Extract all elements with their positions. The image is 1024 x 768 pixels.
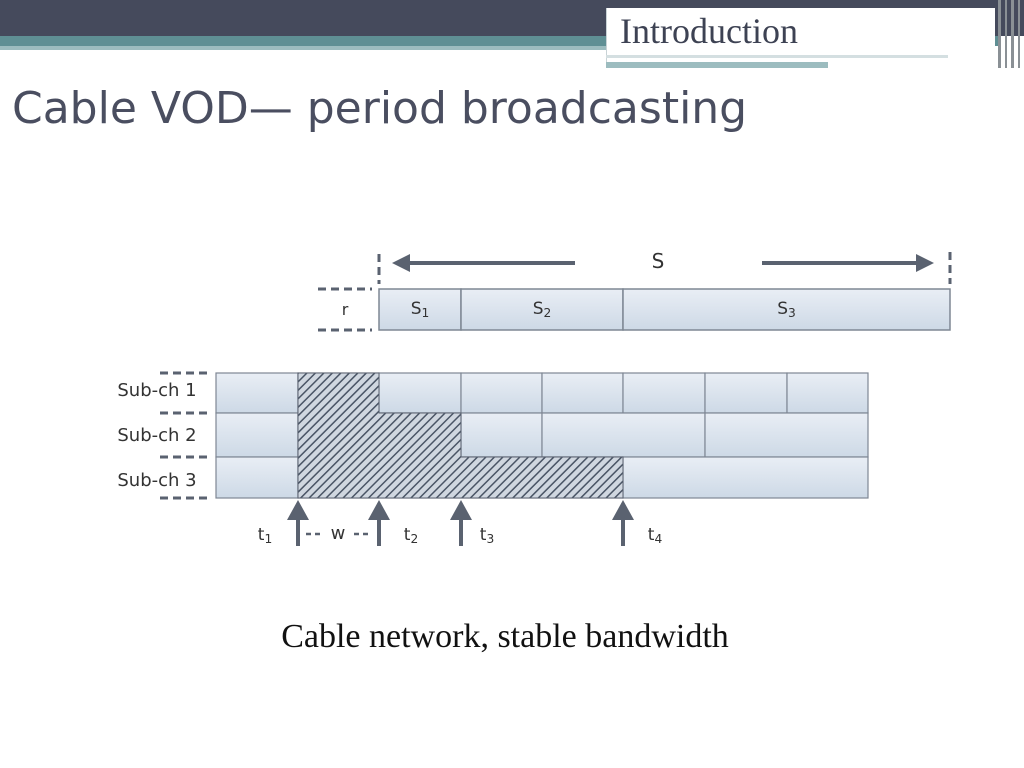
subch3-cell-1 bbox=[215, 456, 299, 499]
subch-label-2: Sub-ch 2 bbox=[117, 425, 196, 446]
subch2-cell-1 bbox=[215, 412, 299, 458]
subch1-cell-6 bbox=[622, 372, 706, 414]
subch1-cell-4 bbox=[460, 372, 543, 414]
time-arrowhead-4-icon bbox=[612, 500, 634, 520]
subch1-cell-8 bbox=[786, 372, 869, 414]
received-region bbox=[297, 372, 624, 499]
arrowhead-left-icon bbox=[392, 254, 410, 272]
r-label: r bbox=[342, 300, 349, 319]
header-edge-bars bbox=[996, 0, 1024, 68]
slide-caption: Cable network, stable bandwidth bbox=[281, 618, 729, 655]
segment-label-3: S3 bbox=[777, 299, 796, 320]
subch-label-1: Sub-ch 1 bbox=[117, 380, 196, 401]
header-accent-line bbox=[0, 46, 610, 50]
time-label-1: t1 bbox=[258, 525, 272, 546]
subch1-cell-5 bbox=[541, 372, 624, 414]
subch-label-3: Sub-ch 3 bbox=[117, 470, 196, 491]
section-label: Introduction bbox=[620, 11, 798, 51]
subch1-cell-1 bbox=[215, 372, 299, 414]
subch2-cell-3 bbox=[460, 412, 543, 458]
subch1-cell-7 bbox=[704, 372, 788, 414]
time-arrowhead-3-icon bbox=[450, 500, 472, 520]
header-accent-band bbox=[0, 36, 1000, 46]
segment-label-1: S1 bbox=[411, 299, 430, 320]
time-label-3: t3 bbox=[480, 525, 494, 546]
video-length-label: S bbox=[652, 249, 665, 273]
subch3-cell-3 bbox=[622, 456, 869, 499]
time-arrowhead-1-icon bbox=[287, 500, 309, 520]
subch2-cell-5 bbox=[704, 412, 869, 458]
time-label-2: t2 bbox=[404, 525, 418, 546]
arrowhead-right-icon bbox=[916, 254, 934, 272]
page-title: Cable VOD— period broadcasting bbox=[12, 83, 748, 134]
section-underline-accent bbox=[606, 62, 828, 68]
section-underline bbox=[606, 55, 948, 58]
subch2-cell-4 bbox=[541, 412, 706, 458]
time-arrowhead-2-icon bbox=[368, 500, 390, 520]
segment-3 bbox=[622, 288, 951, 331]
segment-1 bbox=[378, 288, 462, 331]
time-label-4: t4 bbox=[648, 525, 663, 546]
subch1-cell-3 bbox=[378, 372, 462, 414]
segment-label-2: S2 bbox=[533, 299, 552, 320]
w-label: w bbox=[331, 523, 346, 544]
